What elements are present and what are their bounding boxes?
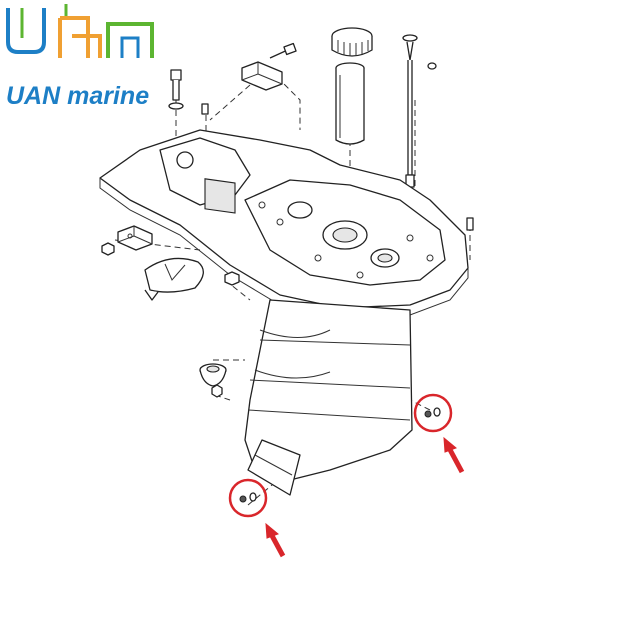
brand-name: UAN marine (6, 82, 149, 111)
grommet-part (199, 363, 227, 387)
logo-letter-a (58, 16, 102, 58)
highlight-circle-left (228, 478, 268, 518)
anode-block (117, 225, 153, 251)
arrow-head-right (443, 436, 457, 453)
drive-tube (331, 27, 373, 145)
lower-unit-body (244, 299, 413, 496)
block-and-screw (241, 42, 297, 91)
highlight-right (413, 393, 465, 474)
trim-tab (144, 257, 204, 301)
highlight-left (228, 478, 286, 558)
nut-part (101, 242, 240, 398)
brand-logo (6, 4, 154, 58)
arrow-head-left (265, 522, 279, 539)
highlight-circle-right (413, 393, 453, 433)
logo-letter-n (106, 22, 154, 58)
logo-inner-n (120, 36, 140, 58)
brand-name-marine: marine (67, 82, 150, 110)
bolt-part (168, 69, 209, 115)
logo-letter-u (6, 8, 46, 54)
drive-shaft (402, 34, 474, 231)
brand-name-uan: UAN (6, 82, 61, 110)
gearcase-housing (99, 129, 469, 319)
